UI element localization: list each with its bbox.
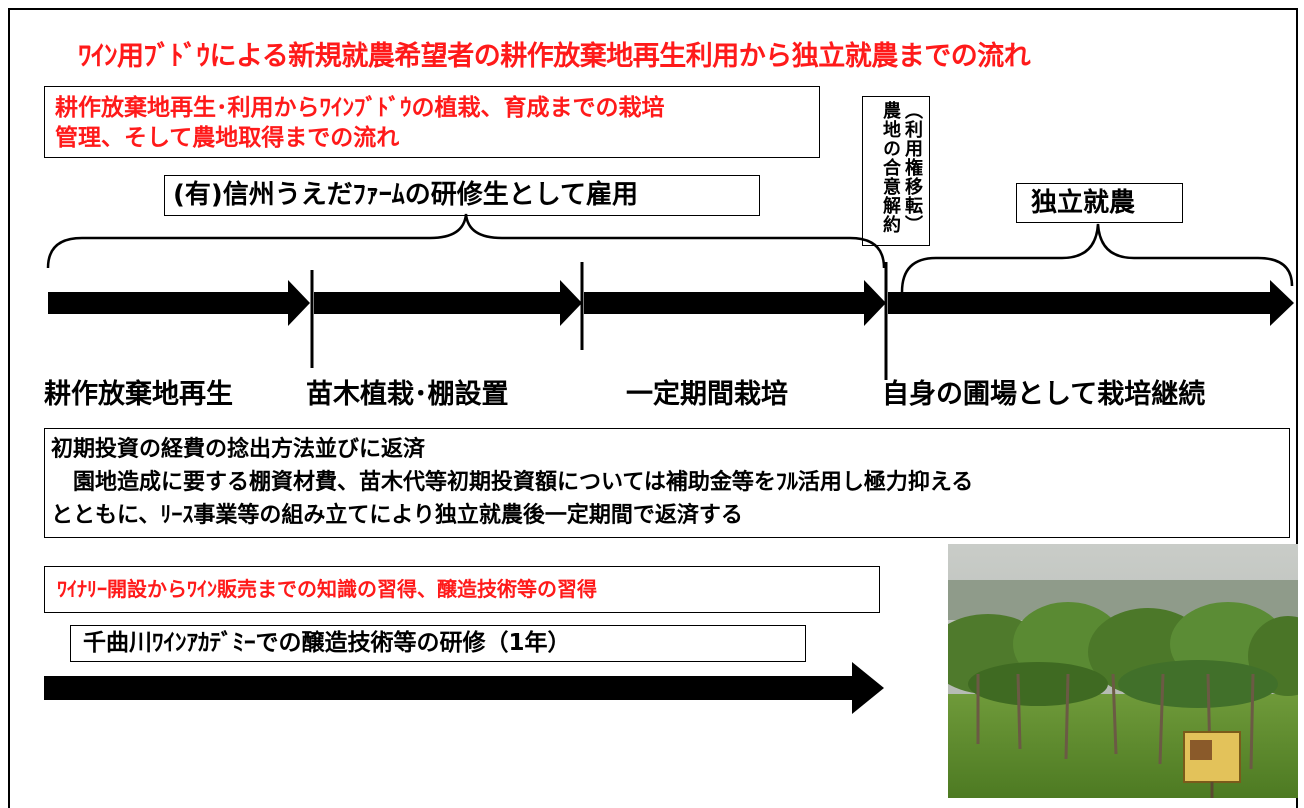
diagram-title: ﾜｲﾝ用ﾌﾞﾄﾞｳによる新規就農希望者の耕作放棄地再生利用から独立就農までの流れ	[78, 41, 1031, 72]
stage-label-cultivation: 一定期間栽培	[626, 379, 788, 410]
training-period-brace	[46, 213, 886, 269]
investment-box: 初期投資の経費の捻出方法並びに返済 園地造成に要する棚資材費、苗木代等初期投資額…	[44, 428, 1290, 538]
winery-knowledge-label: ﾜｲﾅﾘｰ開設からﾜｲﾝ販売までの知識の習得、醸造技術等の習得	[44, 566, 880, 613]
timeline-arrow-3	[584, 280, 886, 326]
wine-academy-label: 千曲川ﾜｲﾝｱｶﾃﾞﾐｰでの醸造技術等の研修（1年）	[70, 625, 806, 662]
investment-heading: 初期投資の経費の捻出方法並びに返済	[51, 437, 426, 462]
vineyard-photo	[948, 544, 1298, 798]
stage-label-reclaim: 耕作放棄地再生	[44, 379, 233, 410]
flow-description-line2: 管理、そして農地取得までの流れ	[55, 125, 400, 151]
diagram-frame	[8, 8, 1298, 808]
stage-label-own-field: 自身の圃場として栽培継続	[882, 379, 1206, 410]
investment-line1: 園地造成に要する棚資材費、苗木代等初期投資額については補助金等をﾌﾙ活用し極力抑…	[51, 470, 974, 495]
timeline-arrow-2	[314, 280, 582, 326]
timeline-arrow-1	[48, 280, 310, 326]
land-transfer-box: （利用権移転）農地の合意解約	[862, 96, 930, 246]
trainee-employment-label: (有)信州うえだﾌｧｰﾑの研修生として雇用	[164, 175, 760, 216]
stage-label-planting: 苗木植栽･棚設置	[306, 379, 509, 410]
land-transfer-label: （利用権移転）農地の合意解約	[880, 101, 923, 234]
flow-description-line1: 耕作放棄地再生･利用からﾜｲﾝﾌﾞﾄﾞｳの植栽、育成までの栽培	[55, 95, 665, 121]
investment-line2: とともに、ﾘｰｽ事業等の組み立てにより独立就農後一定期間で返済する	[51, 503, 743, 528]
timeline-arrow-4	[888, 280, 1294, 326]
flow-description-box: 耕作放棄地再生･利用からﾜｲﾝﾌﾞﾄﾞｳの植栽、育成までの栽培 管理、そして農地…	[44, 86, 820, 158]
independent-period-brace	[900, 223, 1294, 293]
independent-farming-label: 独立就農	[1016, 183, 1183, 223]
academy-arrow	[44, 662, 884, 714]
